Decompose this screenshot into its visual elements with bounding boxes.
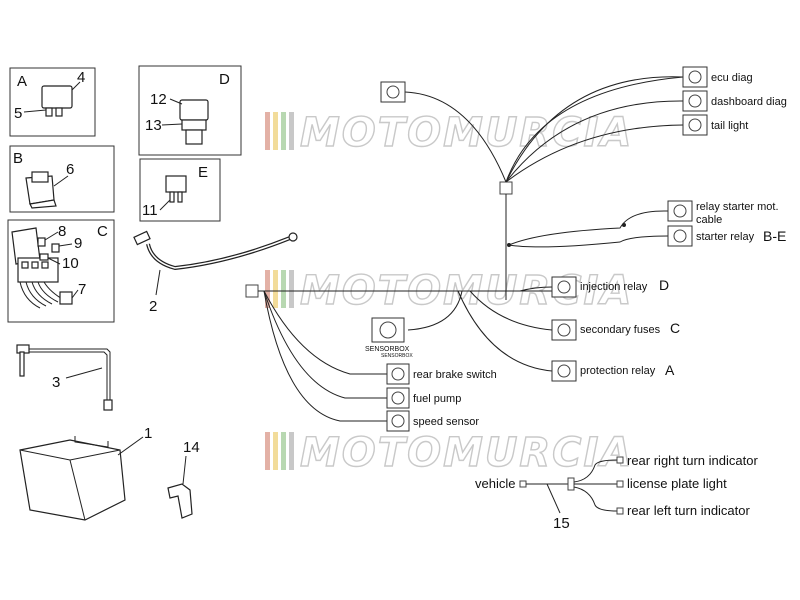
part-7-label: 7 <box>78 281 86 298</box>
fuel-pump-label: fuel pump <box>413 393 461 405</box>
part-10-label: 10 <box>62 255 79 272</box>
injection-relay-part <box>161 98 209 145</box>
part-11-label: 11 <box>142 202 158 219</box>
rear-left-turn-indicator-label: rear left turn indicator <box>627 503 751 518</box>
starter-relay-label: starter relay <box>696 231 755 243</box>
watermark-bottom: MOTOMURCIA <box>265 429 633 477</box>
watermark-text-top: MOTOMURCIA <box>300 110 633 156</box>
secondary-fuses-label: secondary fuses <box>580 324 661 336</box>
main-harness <box>245 284 553 422</box>
part-3-label: 3 <box>52 374 60 391</box>
group-b-label: B <box>13 150 23 167</box>
connector-fuel-pump[interactable]: fuel pump <box>386 387 461 409</box>
sensorbox-sublabel: SENSORBOX <box>381 353 413 359</box>
protection-relay-ref: A <box>665 362 675 378</box>
fuse-holder-part <box>25 171 69 209</box>
license-plate-light-label: license plate light <box>627 476 727 491</box>
group-e-box[interactable]: E 11 <box>139 158 221 222</box>
sensor-cable-part[interactable]: 3 <box>16 344 113 411</box>
dashboard-diag-label: dashboard diag <box>711 96 787 108</box>
ecu-diag-label: ecu diag <box>711 72 753 84</box>
connector-cap-part[interactable]: 14 <box>167 439 200 519</box>
starter-relay-ref: B-E <box>763 228 786 244</box>
part-8-label: 8 <box>58 223 66 240</box>
fuse-box-part <box>11 227 79 309</box>
upper-harness <box>404 76 684 300</box>
sensorbox-label: SENSORBOX <box>365 346 410 353</box>
injection-relay-ref: D <box>659 277 669 293</box>
group-d-box[interactable]: D 12 13 <box>138 65 242 156</box>
relay-starter-cable-label: cable <box>696 214 722 226</box>
connector-starter-relay[interactable]: starter relay B-E <box>667 225 786 247</box>
protection-relay-part <box>23 81 81 117</box>
connector-tail-light[interactable]: tail light <box>682 114 748 136</box>
protection-relay-label: protection relay <box>580 365 656 377</box>
group-d-label: D <box>219 71 230 88</box>
connector-secondary-fuses[interactable]: secondary fuses C <box>551 319 680 341</box>
connector-dashboard-diag[interactable]: dashboard diag <box>682 90 787 112</box>
part-6-label: 6 <box>66 161 74 178</box>
watermark-top: MOTOMURCIA <box>265 109 633 157</box>
battery-cable-part[interactable]: 2 <box>133 230 298 315</box>
part-12-label: 12 <box>150 91 167 108</box>
ecu-unit-part[interactable]: 1 <box>19 425 152 521</box>
group-b-box[interactable]: B 6 <box>9 145 115 213</box>
connector-ecu-diag[interactable]: ecu diag <box>682 66 753 88</box>
relay-starter-mot-label: relay starter mot. <box>696 201 779 213</box>
rear-right-turn-indicator-label: rear right turn indicator <box>627 453 758 468</box>
connector-protection-relay[interactable]: protection relay A <box>551 360 675 382</box>
injection-relay-label: injection relay <box>580 281 648 293</box>
connector-sensorbox[interactable]: SENSORBOX SENSORBOX <box>365 317 413 359</box>
connector-speed-sensor[interactable]: speed sensor <box>386 410 479 432</box>
connector-rear-brake-switch[interactable]: rear brake switch <box>386 363 497 385</box>
connector-injection-relay[interactable]: injection relay D <box>551 276 669 298</box>
part-13-label: 13 <box>145 117 162 134</box>
part-9-label: 9 <box>74 235 82 252</box>
connector-top-left[interactable] <box>380 81 406 103</box>
speed-sensor-label: speed sensor <box>413 416 479 428</box>
group-c-label: C <box>97 223 108 240</box>
turn-indicator-harness[interactable]: vehicle rear right turn indicator licens… <box>475 453 758 532</box>
rear-brake-switch-label: rear brake switch <box>413 369 497 381</box>
tail-light-label: tail light <box>711 120 748 132</box>
vehicle-label: vehicle <box>475 476 515 491</box>
group-a-box[interactable]: A 4 5 <box>9 67 96 137</box>
part-1-label: 1 <box>144 425 152 442</box>
group-e-label: E <box>198 164 208 181</box>
part-4-label: 4 <box>77 69 85 86</box>
group-a-label: A <box>17 73 27 90</box>
connector-relay-starter-mot-cable[interactable]: relay starter mot. cable <box>667 200 779 226</box>
group-c-box[interactable]: C 8 9 10 7 <box>7 219 115 323</box>
fuse-part <box>159 175 187 211</box>
secondary-fuses-ref: C <box>670 320 680 336</box>
part-15-label: 15 <box>553 515 570 532</box>
part-5-label: 5 <box>14 105 22 122</box>
watermark-text-bottom: MOTOMURCIA <box>300 430 633 476</box>
part-14-label: 14 <box>183 439 200 456</box>
part-2-label: 2 <box>149 298 157 315</box>
